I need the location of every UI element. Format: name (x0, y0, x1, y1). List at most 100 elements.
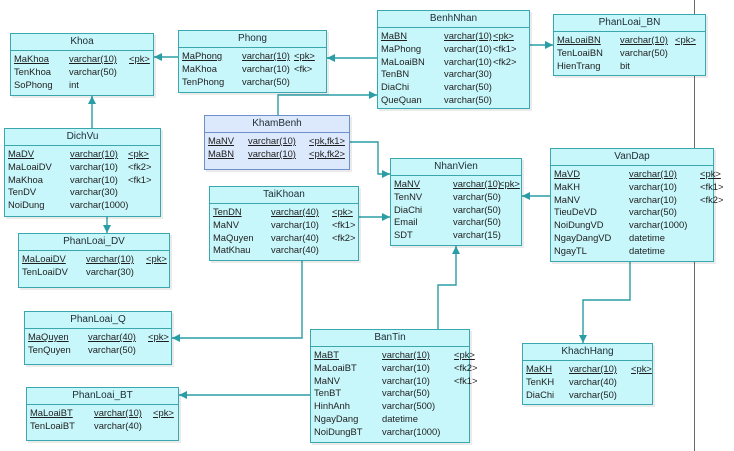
column-name: MaLoaiDV (22, 253, 66, 264)
column-name: HienTrang (557, 59, 601, 71)
column-key: <pk> (454, 349, 475, 360)
column-key: <pk> (700, 168, 721, 179)
column-name: MaVD (554, 168, 581, 179)
column-type: varchar(50) (629, 206, 677, 218)
column-type: varchar(30) (444, 68, 492, 80)
arrow-head-icon (579, 335, 587, 343)
link-dichvu-khoa (88, 96, 96, 128)
column-key: <fk2> (493, 55, 517, 67)
link-benhnhan-phanloai (530, 41, 553, 49)
column-type: varchar(10) (444, 30, 492, 41)
column-name: NoiDungVD (554, 219, 604, 231)
column-name: MaKhoa (182, 62, 217, 74)
column-key: <fk> (294, 62, 313, 74)
column-name: MaKhoa (14, 53, 49, 64)
column-key: <fk2> (454, 361, 478, 373)
column-name: TenBN (381, 68, 410, 80)
column-type: varchar(10) (70, 173, 118, 185)
column-type: varchar(40) (271, 231, 319, 243)
arrow-head-icon (327, 54, 335, 62)
column-type: varchar(50) (69, 65, 117, 77)
column-name: MaDV (8, 148, 35, 159)
column-name: MaQuyen (213, 231, 254, 243)
column-type: varchar(40) (271, 206, 319, 217)
column-type: varchar(10) (242, 62, 290, 74)
column-key: <pk> (153, 407, 174, 418)
link-bantin-phanloaibt (179, 391, 310, 399)
column-name: MaBN (381, 30, 408, 41)
column-name: TenDV (8, 186, 37, 198)
column-type: varchar(1000) (70, 199, 129, 211)
column-row: MaVD varchar(10) <pk> (554, 168, 721, 181)
column-name: DiaChi (526, 388, 555, 400)
column-type: varchar(10) (620, 34, 668, 45)
column-key: <pk> (294, 50, 315, 61)
column-type: varchar(40) (88, 331, 136, 342)
column-name: TenLoaiBN (557, 46, 603, 58)
column-key: <fk1> (454, 374, 478, 386)
column-name: TenKH (526, 375, 555, 387)
arrow-head-icon (172, 334, 180, 342)
column-key: <fk2> (700, 193, 724, 205)
arrow-head-icon (179, 391, 187, 399)
column-type: varchar(40) (271, 244, 319, 256)
column-name: SDT (394, 229, 413, 241)
column-type: varchar(500) (382, 400, 436, 412)
column-type: varchar(30) (86, 265, 134, 277)
column-name: NgayTL (554, 244, 587, 256)
entity-title: NhanVien (391, 159, 521, 176)
column-type: varchar(10) (382, 374, 430, 386)
column-type: varchar(10) (69, 53, 117, 64)
column-key: <fk1> (332, 218, 356, 230)
column-name: MaLoaiDV (8, 160, 52, 172)
column-key: <pk> (631, 363, 652, 374)
column-key: <pk> (146, 253, 167, 264)
column-key: <pk,fk1> (309, 135, 345, 146)
column-name: MaKH (526, 363, 553, 374)
column-type: varchar(10) (629, 193, 677, 205)
column-type: varchar(10) (94, 407, 142, 418)
column-type: bit (620, 59, 630, 71)
link-vandap-khachhang (579, 262, 631, 343)
column-type: datetime (629, 231, 665, 243)
link-phong-khoa (154, 53, 178, 61)
column-name: MaNV (554, 193, 581, 205)
entity-title: KhamBenh (205, 116, 349, 133)
column-type: varchar(10) (629, 168, 677, 179)
